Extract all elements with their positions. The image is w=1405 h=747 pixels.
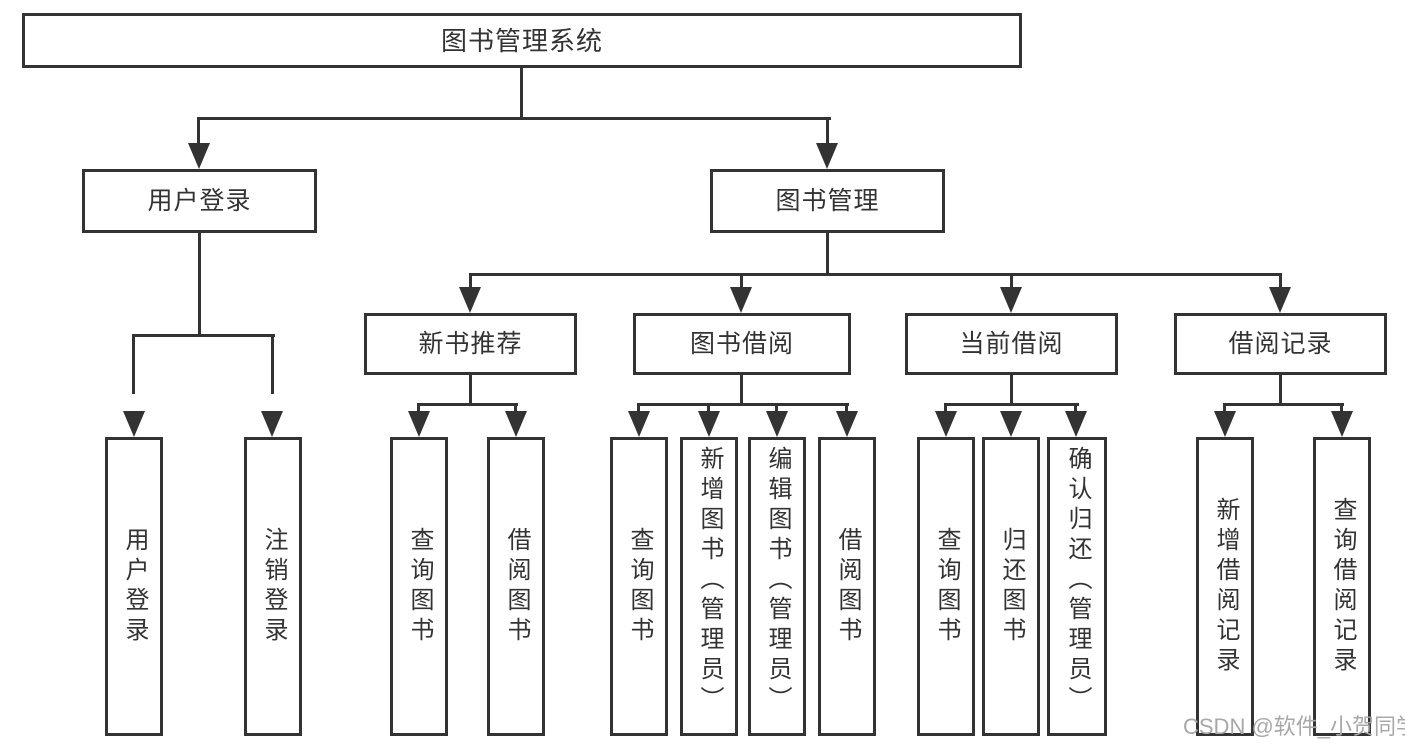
leaf-newbook-borrow: 借阅图书 xyxy=(487,437,545,736)
leaf-newbook-borrow-label: 借阅图书 xyxy=(503,526,530,647)
arrow-down-icon xyxy=(261,411,283,437)
leaf-newbook-query: 查询图书 xyxy=(390,437,448,736)
node-new-book-recommend-label: 新书推荐 xyxy=(418,329,523,358)
leaf-logout-label: 注销登录 xyxy=(260,526,287,647)
arrow-down-icon xyxy=(1065,411,1087,437)
arrow-down-icon xyxy=(408,411,430,437)
arrow-down-icon xyxy=(188,143,210,169)
arrow-down-icon xyxy=(935,411,957,437)
leaf-current-return-label: 归还图书 xyxy=(998,526,1025,647)
connector-line xyxy=(637,403,849,406)
node-current-borrow-label: 当前借阅 xyxy=(959,329,1064,358)
connector-line xyxy=(271,334,274,394)
connector-line xyxy=(417,403,518,406)
leaf-borrow-add-admin-label: 新增图书（管理员） xyxy=(696,446,723,716)
connector-line xyxy=(944,403,1079,406)
node-new-book-recommend: 新书推荐 xyxy=(364,313,577,375)
arrow-down-icon xyxy=(1000,287,1022,313)
leaf-user-login-label: 用户登录 xyxy=(121,526,148,647)
connector-line xyxy=(1010,375,1013,405)
arrow-down-icon xyxy=(1214,411,1236,437)
connector-line xyxy=(469,273,1282,276)
connector-line xyxy=(520,68,523,120)
leaf-borrow-query-label: 查询图书 xyxy=(626,526,653,647)
leaf-borrow-borrow: 借阅图书 xyxy=(818,437,876,736)
leaf-current-return: 归还图书 xyxy=(982,437,1040,736)
csdn-watermark: CSDN @软件_小贺同学 xyxy=(1183,714,1405,739)
connector-line xyxy=(1279,273,1282,293)
node-book-borrow: 图书借阅 xyxy=(633,313,851,375)
arrow-down-icon xyxy=(766,411,788,437)
leaf-borrow-add-admin: 新增图书（管理员） xyxy=(680,437,738,736)
connector-line xyxy=(198,233,201,337)
arrow-down-icon xyxy=(1331,411,1353,437)
arrow-down-icon xyxy=(836,411,858,437)
node-root: 图书管理系统 xyxy=(22,13,1022,68)
connector-line xyxy=(1279,375,1282,405)
connector-line xyxy=(826,233,829,276)
arrow-down-icon xyxy=(628,411,650,437)
leaf-borrow-edit-admin: 编辑图书（管理员） xyxy=(748,437,806,736)
node-borrow-records-label: 借阅记录 xyxy=(1228,329,1333,358)
leaf-current-query: 查询图书 xyxy=(917,437,975,736)
leaf-borrow-borrow-label: 借阅图书 xyxy=(834,526,861,647)
node-user-login-label: 用户登录 xyxy=(147,186,252,215)
leaf-current-query-label: 查询图书 xyxy=(933,526,960,647)
leaf-user-login: 用户登录 xyxy=(105,437,163,736)
connector-line xyxy=(197,117,200,146)
connector-line xyxy=(740,375,743,405)
leaf-logout: 注销登录 xyxy=(244,437,302,736)
node-root-label: 图书管理系统 xyxy=(440,25,603,56)
arrow-down-icon xyxy=(1000,411,1022,437)
connector-line xyxy=(740,273,743,293)
connector-line xyxy=(469,273,472,293)
node-book-management-label: 图书管理 xyxy=(775,186,880,215)
arrow-down-icon xyxy=(505,411,527,437)
connector-line xyxy=(197,117,831,120)
node-user-login: 用户登录 xyxy=(82,169,317,233)
leaf-current-confirm-admin-label: 确认归还（管理员） xyxy=(1064,446,1091,716)
arrow-down-icon xyxy=(730,287,752,313)
arrow-down-icon xyxy=(459,287,481,313)
node-book-management: 图书管理 xyxy=(710,169,945,233)
leaf-records-query-label: 查询借阅记录 xyxy=(1329,496,1356,677)
leaf-borrow-edit-admin-label: 编辑图书（管理员） xyxy=(764,446,791,716)
leaf-records-query: 查询借阅记录 xyxy=(1313,437,1371,736)
connector-line xyxy=(826,117,829,146)
connector-line xyxy=(132,334,135,394)
arrow-down-icon xyxy=(698,411,720,437)
leaf-newbook-query-label: 查询图书 xyxy=(406,526,433,647)
arrow-down-icon xyxy=(1269,287,1291,313)
arrow-down-icon xyxy=(816,143,838,169)
node-borrow-records: 借阅记录 xyxy=(1174,313,1387,375)
node-current-borrow: 当前借阅 xyxy=(905,313,1118,375)
connector-line xyxy=(1223,403,1344,406)
connector-line xyxy=(469,375,472,405)
arrow-down-icon xyxy=(123,411,145,437)
node-book-borrow-label: 图书借阅 xyxy=(689,329,794,358)
leaf-borrow-query: 查询图书 xyxy=(610,437,668,736)
connector-line xyxy=(1010,273,1013,293)
connector-line xyxy=(132,334,275,337)
leaf-records-add-label: 新增借阅记录 xyxy=(1212,496,1239,677)
leaf-current-confirm-admin: 确认归还（管理员） xyxy=(1047,437,1107,736)
leaf-records-add: 新增借阅记录 xyxy=(1196,437,1254,736)
